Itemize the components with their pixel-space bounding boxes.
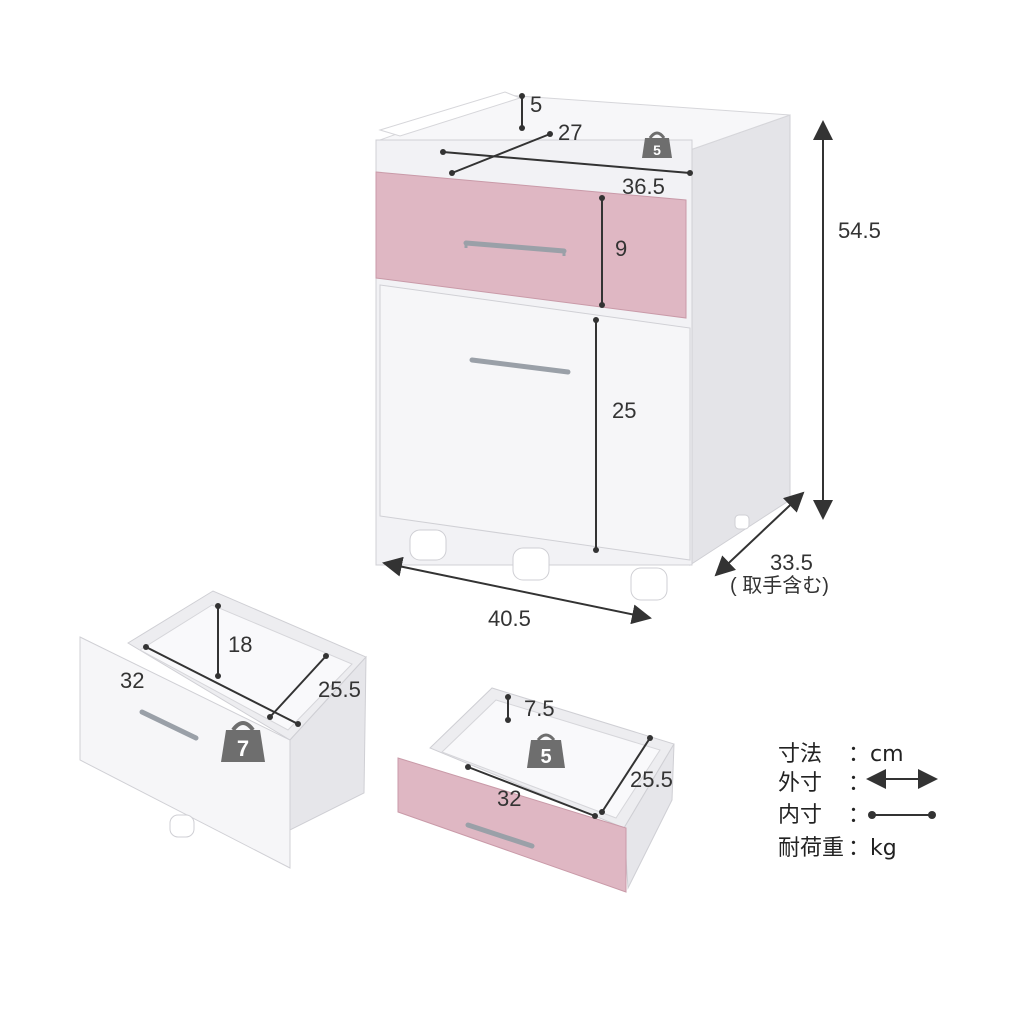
cabinet-drawer-height-label: 9 (615, 236, 627, 261)
cabinet-dimensions: 5 27 36.5 5 9 25 54.5 33.5 ( 取手含む) 40.5 (382, 92, 881, 631)
legend-inner-label: 内寸 (778, 803, 822, 828)
cabinet-width-label: 40.5 (488, 606, 531, 631)
cabinet (375, 91, 791, 601)
lower-drawer-height-label: 18 (228, 632, 252, 657)
inner-dimension-line-icon (868, 811, 936, 819)
cabinet-side-panel (689, 114, 791, 566)
cabinet-rim-height-label: 5 (530, 92, 542, 117)
weight-icon: 7 (221, 721, 265, 762)
cabinet-depth-label: 33.5 (770, 550, 813, 575)
cabinet-lower-door[interactable] (379, 284, 691, 561)
lower-drawer-front[interactable] (79, 636, 291, 869)
legend-outer-sep: ： (848, 771, 870, 796)
cabinet-top-width-label: 36.5 (622, 174, 665, 199)
cabinet-top-depth-label: 27 (558, 120, 582, 145)
weight-icon: 5 (642, 131, 672, 158)
upper-drawer-load-label: 5 (540, 746, 551, 768)
upper-drawer-height-label: 7.5 (524, 696, 555, 721)
weight-icon: 5 (527, 733, 565, 768)
lower-drawer (79, 590, 367, 869)
lower-drawer-load-label: 7 (237, 736, 249, 761)
cabinet-top-drawer[interactable] (375, 171, 687, 319)
upper-drawer-handle[interactable] (465, 822, 535, 849)
upper-drawer-depth-label: 25.5 (630, 767, 673, 792)
lower-drawer-dimensions: 18 32 25.5 7 (120, 603, 361, 762)
top-drawer-handle[interactable] (463, 240, 567, 254)
legend-load-value: ：kg (848, 836, 897, 861)
legend-outer-label: 外寸 (778, 771, 822, 796)
cabinet-top-load-label: 5 (653, 142, 661, 158)
lower-drawer-width-label: 32 (120, 668, 144, 693)
legend: 寸法 ：cm 外寸 ： 内寸 ： 耐荷重 ：kg (778, 742, 938, 861)
cabinet-depth-note: ( 取手含む) (730, 574, 829, 597)
lower-drawer-handle[interactable] (139, 709, 199, 741)
upper-drawer-front[interactable] (397, 757, 627, 893)
cabinet-total-height-label: 54.5 (838, 218, 881, 243)
legend-unit-value: ：cm (848, 742, 904, 767)
legend-inner-sep: ： (848, 803, 870, 828)
legend-load-label: 耐荷重 (778, 836, 844, 861)
upper-drawer-width-label: 32 (497, 786, 521, 811)
legend-unit-label: 寸法 (778, 742, 822, 767)
upper-drawer-dimensions: 7.5 32 25.5 5 (465, 694, 673, 819)
lower-drawer-depth-label: 25.5 (318, 677, 361, 702)
cabinet-lower-height-label: 25 (612, 398, 636, 423)
lower-door-handle[interactable] (469, 357, 571, 375)
